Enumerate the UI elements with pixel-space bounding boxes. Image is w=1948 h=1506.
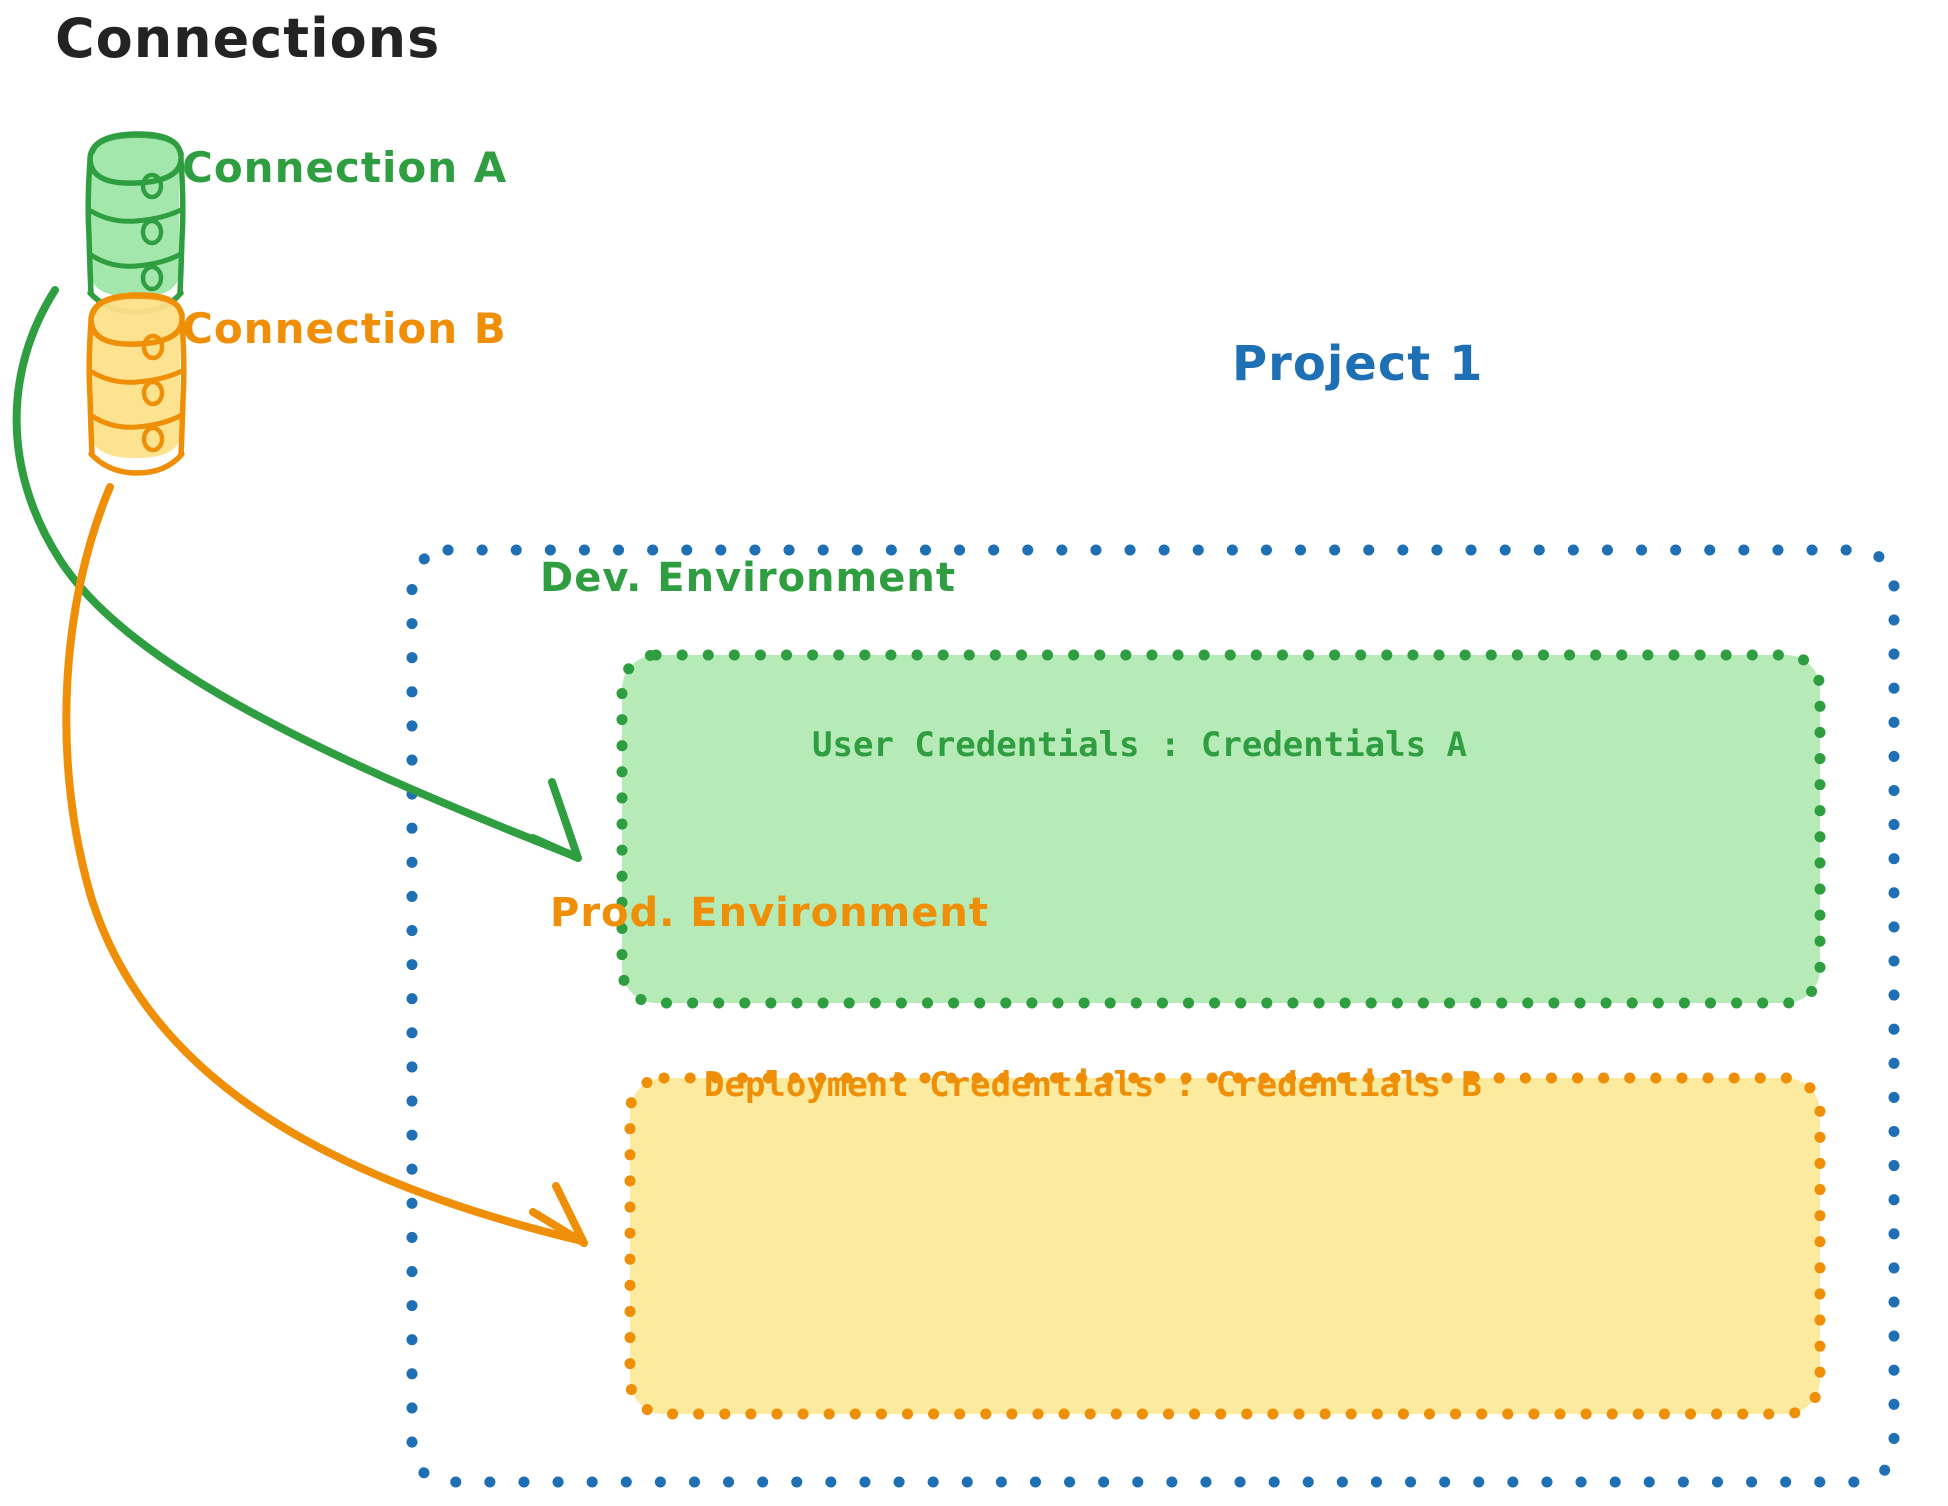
arrow-connection-a-to-dev-environment [12,286,582,862]
prod-environment-credentials: Deployment Credentials : Credentials B [704,1065,1482,1105]
database-cylinder-icon-green[interactable] [85,131,186,315]
prod-environment-box[interactable] [624,1072,1826,1420]
arrow-connection-b-to-prod-environment [62,483,588,1247]
database-cylinder-icon-orange[interactable] [86,292,187,476]
prod-environment-title: Prod. Environment [550,890,989,936]
page-title: Connections [55,7,441,70]
dev-environment-credentials: User Credentials : Credentials A [812,725,1468,765]
dev-environment-box[interactable] [616,649,1826,1009]
connection-b-label[interactable]: Connection B [182,304,507,353]
connection-a-label[interactable]: Connection A [182,143,508,192]
dev-environment-title: Dev. Environment [540,555,956,601]
project-title: Project 1 [1232,336,1484,392]
